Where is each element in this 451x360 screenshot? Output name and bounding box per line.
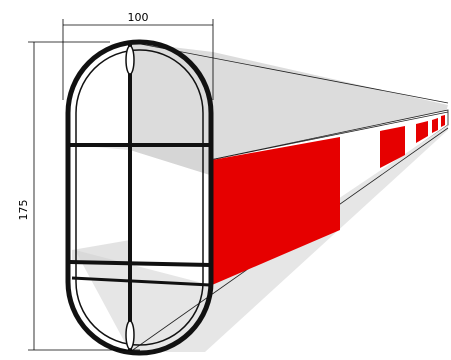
- frame-outline: [65, 39, 214, 356]
- end-frame: [65, 39, 214, 356]
- frame-inner-outline: [75, 49, 204, 346]
- beam-top-edge: [129, 41, 449, 104]
- height-dim-label: 175: [17, 200, 30, 221]
- frame-top-joint: [125, 45, 135, 75]
- frame-bottom-joint: [125, 320, 135, 350]
- red-stripe: [212, 137, 340, 285]
- red-stripe: [416, 121, 428, 143]
- width-dim-label: 100: [128, 11, 149, 24]
- frame-diag-bar: [71, 276, 211, 287]
- beam-bottom-face: [75, 125, 448, 352]
- frame-horizontal-bar-bottom: [69, 260, 211, 267]
- red-stripes: [212, 115, 445, 285]
- red-stripe: [432, 118, 438, 133]
- frame-inner-shade-top: [72, 145, 210, 175]
- height-dimension: 175: [17, 41, 140, 351]
- width-dimension: 100: [62, 11, 214, 100]
- frame-inner-shade-bottom: [72, 240, 130, 262]
- red-stripe: [380, 126, 405, 168]
- beam-mid-edge: [209, 111, 449, 161]
- red-stripe: [441, 115, 445, 127]
